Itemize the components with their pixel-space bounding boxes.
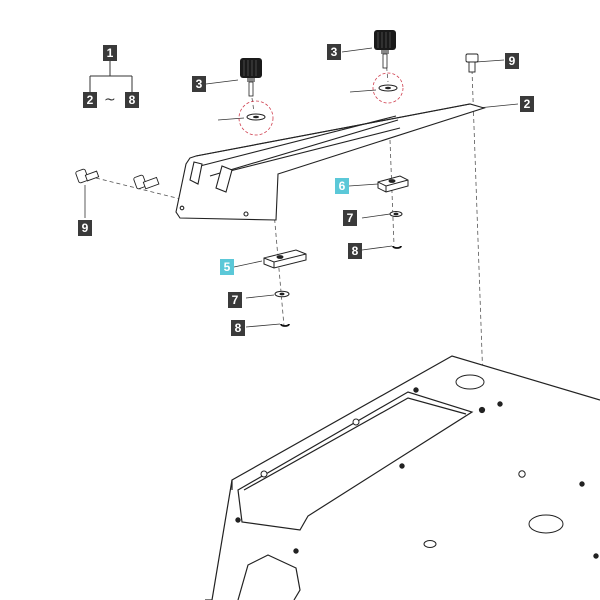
callout-8-range-end: 8 bbox=[125, 92, 139, 108]
mounting-bracket bbox=[175, 103, 486, 221]
clip-left bbox=[280, 323, 290, 327]
washer-left bbox=[274, 290, 290, 298]
thumb-screw-left bbox=[240, 58, 262, 97]
clamp-block-left bbox=[263, 249, 307, 269]
clip-right bbox=[392, 245, 402, 249]
base-plate bbox=[205, 355, 600, 600]
washer-detail-left bbox=[238, 100, 274, 136]
washer-detail-right bbox=[372, 72, 404, 104]
callout-6-block-right: 6 bbox=[335, 178, 349, 194]
callout-9-screw-left: 9 bbox=[78, 220, 92, 236]
screw-top bbox=[465, 53, 479, 73]
callout-3-knob-left: 3 bbox=[192, 76, 206, 92]
callout-7-washer-right: 7 bbox=[343, 210, 357, 226]
callout-9-screw-top: 9 bbox=[505, 53, 519, 69]
callout-2-bracket: 2 bbox=[520, 96, 534, 112]
callout-8-clip-right: 8 bbox=[348, 243, 362, 259]
callout-tree bbox=[89, 60, 133, 92]
screw-left-b bbox=[133, 174, 160, 190]
leader-lines bbox=[84, 47, 519, 328]
base-plate-holes bbox=[235, 374, 599, 559]
washer-right bbox=[389, 211, 403, 217]
range-tilde: ~ bbox=[104, 92, 116, 108]
callout-3-knob-right: 3 bbox=[327, 44, 341, 60]
callout-5-block-left: 5 bbox=[220, 259, 234, 275]
clamp-block-right bbox=[377, 175, 409, 193]
screw-left-a bbox=[75, 168, 100, 184]
callout-7-washer-left: 7 bbox=[228, 292, 242, 308]
callout-8-clip-left: 8 bbox=[231, 320, 245, 336]
thumb-screw-right bbox=[374, 30, 396, 69]
callout-1: 1 bbox=[103, 45, 117, 61]
callout-2-range-start: 2 bbox=[83, 92, 97, 108]
